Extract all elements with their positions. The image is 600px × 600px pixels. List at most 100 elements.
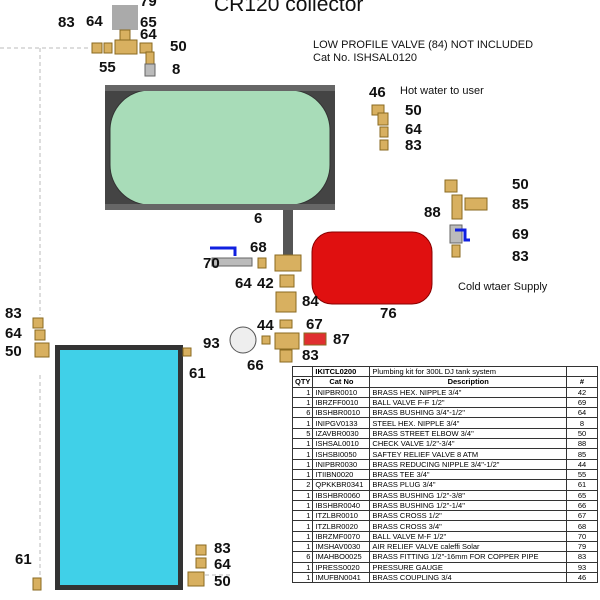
cell-desc: BRASS STREET ELBOW 3/4" [369,427,567,440]
cell-cat: QPKKBR0341 [312,479,371,491]
cell-cat: IBRZFF0010 [312,396,371,409]
cell-qty: 1 [291,520,314,532]
cell-qty: 1 [291,468,314,481]
cell-num: 70 [566,530,598,543]
cell-desc: BALL VALVE M-F 1/2" [369,530,567,543]
header-num: # [566,376,598,388]
solar-collector [60,350,178,585]
cell-desc: BRASS CROSS 1/2" [369,510,567,522]
part-label: 66 [247,357,264,374]
part-label: 84 [302,293,319,310]
cell-cat: INIPBR0030 [312,458,371,470]
cell-num: 67 [566,510,598,522]
cell-num: 69 [566,396,598,409]
steel-pipe [283,210,293,255]
cell-num: 83 [566,551,598,563]
part-label: 67 [306,316,323,333]
storage-tank [109,89,331,206]
cell-qty: 1 [291,417,314,429]
cell-desc: BRASS REDUCING NIPPLE 3/4"-1/2" [369,458,567,470]
part-label: 50 [170,38,187,55]
top-fittings [91,29,155,65]
cell-qty: 1 [291,386,314,398]
cell-num: 8 [566,417,598,429]
part-label: 83 [58,14,75,31]
part-label: 8 [172,61,181,78]
cell-num: 65 [566,489,598,501]
cell-qty: 5 [291,427,314,440]
cell-desc: BRASS TEE 3/4" [369,468,567,481]
cell-qty: 1 [291,396,314,409]
cell-num: 61 [566,479,598,491]
part-label: 83 [405,137,422,154]
steel-nipple [144,63,156,77]
part-label: 79 [140,0,157,10]
cell-cat: IMUFBN0041 [312,571,371,584]
part-label: 50 [512,176,529,193]
header-desc: Description [369,376,567,388]
part-label: 6 [254,210,263,227]
cell-qty: 1 [291,571,314,584]
cell-desc: BALL VALVE F-F 1/2" [369,396,567,409]
part-label: 55 [99,59,116,76]
part-label: 69 [512,226,529,243]
right-fittings [371,104,488,258]
part-label: 61 [189,365,206,382]
cell-qty: 1 [291,448,314,460]
cell-desc: BRASS HEX. NIPPLE 3/4" [369,386,567,398]
diagram-title: CR120 collector [214,0,364,16]
center-fittings [257,254,327,363]
part-label: 83 [5,305,22,322]
cell-desc: STEEL HEX. NIPPLE 3/4" [369,417,567,429]
cell-qty: 1 [291,499,314,512]
cell-desc: BRASS BUSHING 3/4"-1/2" [369,407,567,419]
cell-qty: 6 [291,551,314,563]
expansion-vessel [311,231,433,305]
cell-cat: INIPGV0133 [312,417,371,429]
part-label: 68 [250,239,267,256]
part-label: 46 [369,84,386,101]
part-label: 70 [203,255,220,272]
part-label: 64 [140,26,157,43]
part-label: 76 [380,305,397,322]
cell-num: 55 [566,468,598,481]
cell-cat: IBRZMF0070 [312,530,371,543]
part-label: 64 [86,13,103,30]
cell-qty: 2 [291,479,314,491]
cell-desc: AIR RELIEF VALVE caleffi Solar [369,541,567,553]
cell-desc: BRASS COUPLING 3/4 [369,571,567,584]
cell-cat: IMSHAV0030 [312,541,371,553]
cell-num: 93 [566,561,598,573]
cell-qty: 1 [291,530,314,543]
cell-desc: BRASS PLUG 3/4" [369,479,567,491]
part-label: 61 [15,551,32,568]
cell-cat: ITZLBR0010 [312,510,371,522]
cell-cat: ISHSBI0050 [312,448,371,460]
cell-cat: IPRESS0020 [312,561,371,573]
part-label: 50 [405,102,422,119]
cell-cat: ITZLBR0020 [312,520,371,532]
cell-num: 64 [566,407,598,419]
cell-desc: BRASS FITTING 1/2"-16mm FOR COPPER PIPE [369,551,567,563]
part-label: 64 [235,275,252,292]
cell-qty: 1 [291,489,314,501]
part-label: 65 [140,14,157,31]
part-label: 83 [302,347,319,364]
cell-cat: IBSHBR0010 [312,407,371,419]
cell-desc: SAFTEY RELIEF VALVE 8 ATM [369,448,567,460]
cell-qty: 6 [291,407,314,419]
cell-num: 66 [566,499,598,512]
header-qty: QTY [291,376,314,388]
